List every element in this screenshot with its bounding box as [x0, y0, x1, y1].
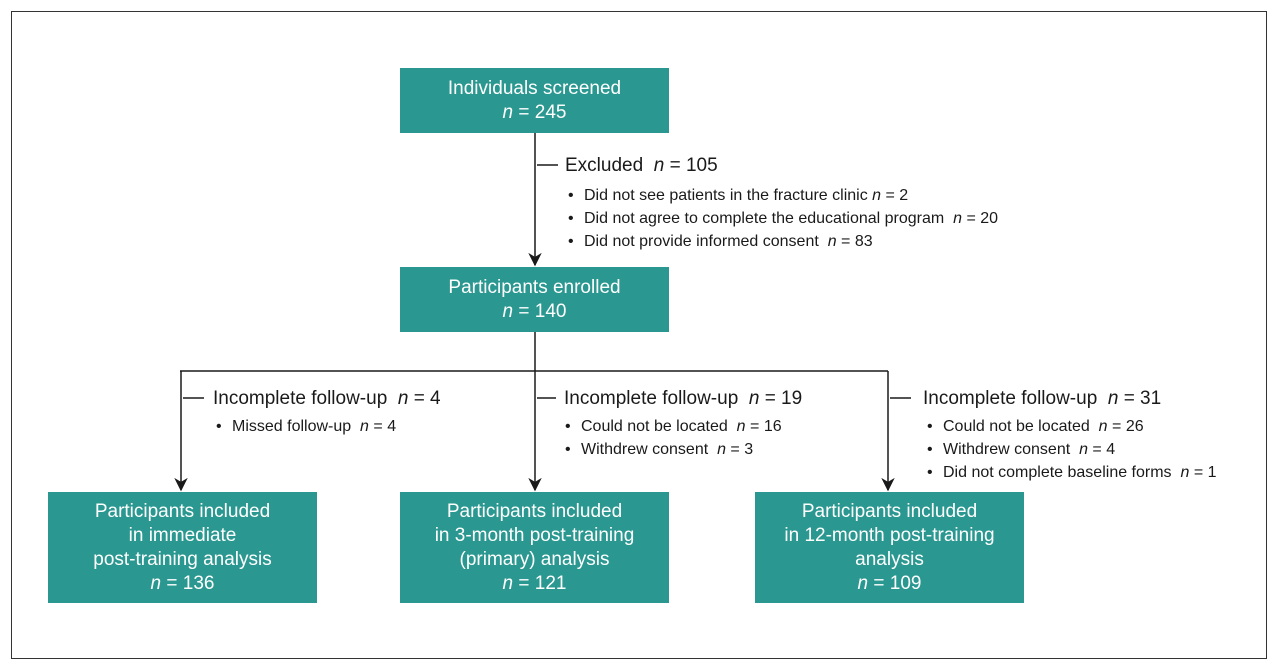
enrolled-count: n = 140 [502, 300, 567, 322]
list-item: Withdrew consent n = 4 [925, 438, 1217, 461]
followup-count-3: n = 31 [1107, 388, 1162, 409]
followup-reasons-2: Could not be located n = 16 Withdrew con… [563, 415, 782, 461]
screened-label: Individuals screened [447, 77, 622, 99]
followup-count-2: n = 19 [748, 388, 803, 409]
excluded-reasons-list: Did not see patients in the fracture cli… [566, 184, 998, 253]
diagram-frame [11, 11, 1267, 659]
included-count-immediate: n = 136 [150, 572, 215, 594]
enrolled-box: Participants enrolled n = 140 [400, 267, 669, 332]
excluded-header: Excluded n = 105 [565, 154, 718, 178]
included-box-3-month: Participants included in 3-month post-tr… [400, 492, 669, 603]
followup-reasons-1: Missed follow-up n = 4 [214, 415, 396, 438]
included-count-3-month: n = 121 [502, 572, 567, 594]
list-item: Did not agree to complete the educationa… [566, 207, 998, 230]
excluded-count: n = 105 [653, 155, 718, 176]
list-item: Missed follow-up n = 4 [214, 415, 396, 438]
list-item: Withdrew consent n = 3 [563, 438, 782, 461]
followup-header-3: Incomplete follow-up n = 31 [923, 388, 1162, 409]
screened-count: n = 245 [502, 101, 567, 123]
list-item: Could not be located n = 16 [563, 415, 782, 438]
included-count-12-month: n = 109 [857, 572, 922, 594]
followup-count-1: n = 4 [397, 388, 441, 409]
list-item: Did not see patients in the fracture cli… [566, 184, 998, 207]
followup-header-2: Incomplete follow-up n = 19 [564, 388, 803, 409]
included-box-immediate: Participants included in immediate post-… [48, 492, 317, 603]
list-item: Did not complete baseline forms n = 1 [925, 461, 1217, 484]
list-item: Could not be located n = 26 [925, 415, 1217, 438]
screened-box: Individuals screened n = 245 [400, 68, 669, 133]
list-item: Did not provide informed consent n = 83 [566, 230, 998, 253]
enrolled-label: Participants enrolled [448, 276, 621, 298]
excluded-label: Excluded [565, 155, 644, 176]
followup-header-1: Incomplete follow-up n = 4 [213, 388, 441, 409]
followup-reasons-3: Could not be located n = 26 Withdrew con… [925, 415, 1217, 484]
included-box-12-month: Participants included in 12-month post-t… [755, 492, 1024, 603]
